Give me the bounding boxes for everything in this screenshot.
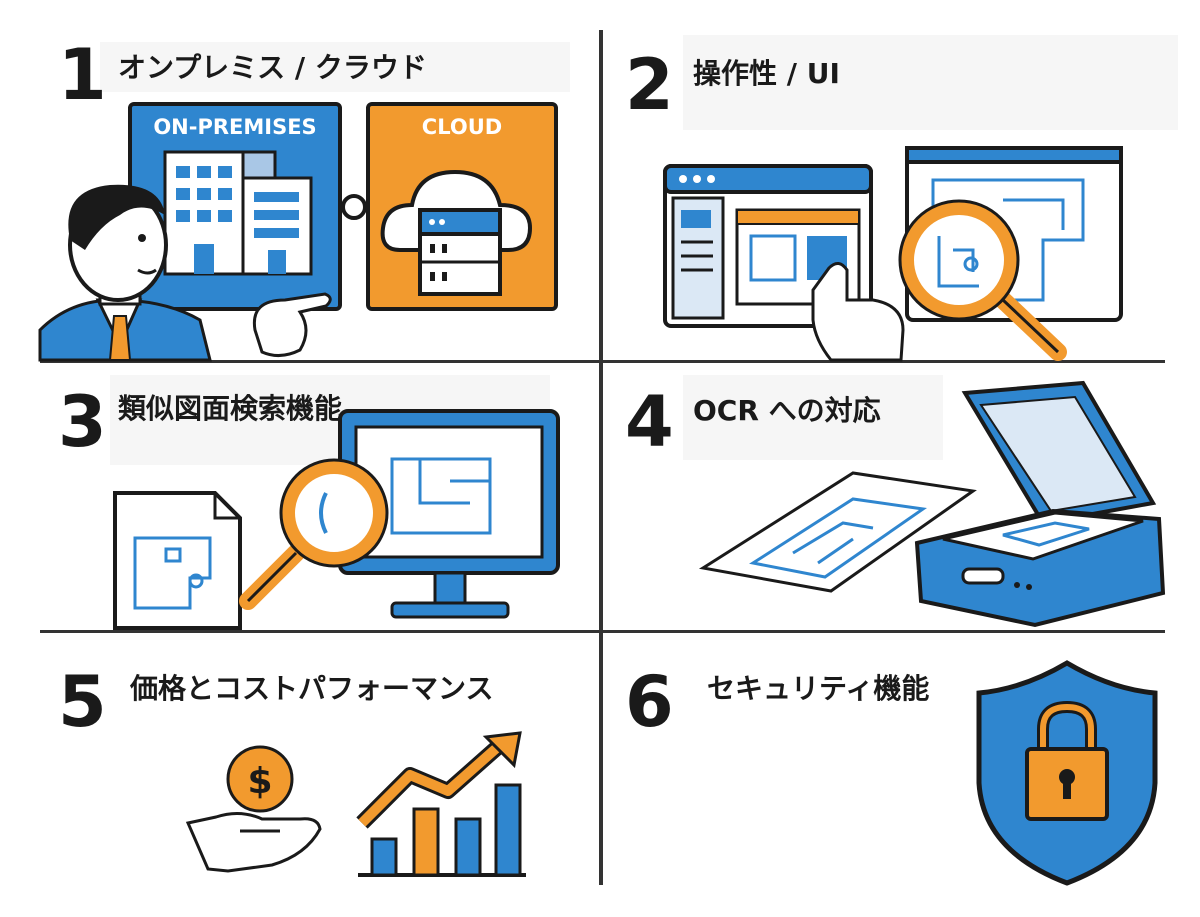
cloud-server-icon (380, 169, 533, 296)
panel-number: 2 (625, 44, 674, 126)
businessman-icon (38, 184, 332, 362)
similar-drawing-search-illustration (113, 409, 560, 630)
scanner-icon (914, 380, 1166, 628)
svg-text:$: $ (247, 761, 272, 802)
ui-operability-illustration (663, 146, 1123, 362)
pointing-hand-icon (811, 262, 905, 362)
vertical-divider (599, 30, 603, 885)
drawing-paper-icon (698, 471, 977, 593)
price-performance-illustration: $ (185, 731, 526, 877)
horizontal-divider-1 (40, 360, 1165, 363)
cloud-label: CLOUD (422, 115, 502, 139)
ocr-illustration (698, 380, 1166, 628)
panel-number: 3 (58, 381, 107, 463)
panel-4: 4 OCR への対応 (603, 363, 1200, 630)
panel-title: オンプレミス / クラウド (118, 51, 427, 84)
office-building-icon (163, 150, 313, 276)
panel-title: セキュリティ機能 (707, 672, 930, 705)
panel-number: 6 (625, 661, 674, 743)
panel-6: 6 セキュリティ機能 (603, 633, 1200, 917)
panel-1: 1 オンプレミス / クラウド ON-PREMISES CLOUD (0, 0, 600, 362)
bar-chart-up-icon (356, 731, 526, 877)
magnifier-icon (239, 458, 389, 610)
drawing-document-icon (113, 491, 242, 630)
title-highlight (683, 375, 943, 460)
security-illustration (976, 660, 1158, 886)
on-premises-cloud-illustration: ON-PREMISES CLOUD (38, 102, 558, 362)
monitor-icon (338, 409, 560, 619)
on-premises-label: ON-PREMISES (153, 115, 316, 139)
panel-title: OCR への対応 (693, 394, 881, 427)
horizontal-divider-2 (40, 630, 1165, 633)
panel-title: 操作性 / UI (693, 57, 840, 90)
title-highlight (683, 35, 1178, 130)
panel-number: 5 (58, 661, 107, 743)
panel-number: 1 (58, 34, 107, 116)
magnifier-icon (898, 199, 1067, 361)
panel-5: 5 価格とコストパフォーマンス $ (0, 633, 600, 917)
coin-in-hand-icon: $ (185, 745, 322, 873)
panel-2: 2 操作性 / UI (603, 0, 1200, 362)
panel-3: 3 類似図面検索機能 (0, 363, 600, 630)
panel-title: 類似図面検索機能 (118, 392, 343, 425)
shield-lock-icon (976, 660, 1158, 886)
panel-title: 価格とコストパフォーマンス (130, 672, 494, 705)
title-highlight (100, 42, 570, 92)
panel-number: 4 (625, 381, 674, 463)
